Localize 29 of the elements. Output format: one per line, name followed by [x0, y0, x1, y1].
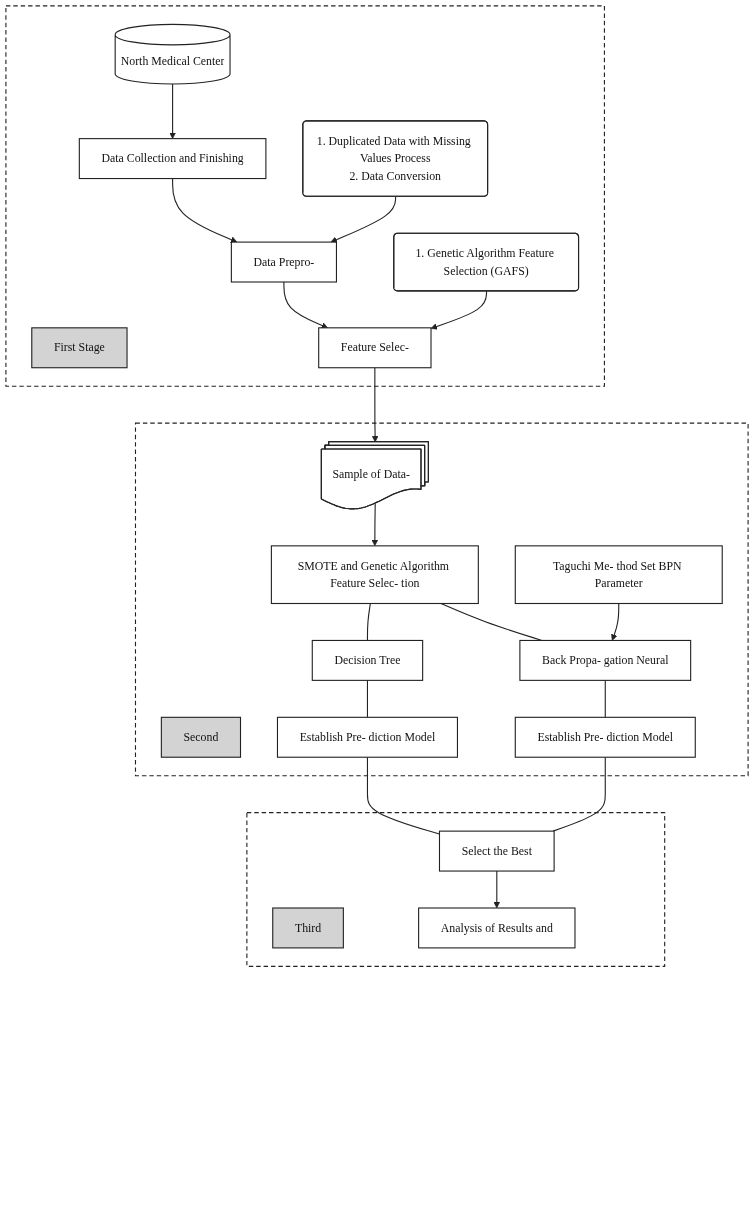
arrow	[172, 178, 238, 243]
node-box: Establish Pre- diction Model	[276, 716, 458, 758]
node-box: SMOTE and Genetic Algorithm Feature Selec- tion	[270, 545, 479, 605]
node-box: Decision Tree	[311, 639, 424, 681]
arrow	[283, 281, 328, 329]
node-box: Third	[272, 907, 344, 949]
cluster	[5, 5, 605, 387]
arrow	[169, 83, 176, 139]
node-box: Second	[160, 716, 242, 758]
connector	[552, 756, 606, 832]
node-box: Select the Best	[438, 830, 555, 872]
arrow	[371, 503, 379, 547]
node-box: Data Prepro-	[230, 241, 337, 283]
node-box: Back Propa- gation Neural	[519, 639, 692, 681]
arrow	[493, 870, 501, 909]
cluster	[134, 422, 749, 777]
node-box: Establish Pre- diction Model	[514, 716, 696, 758]
connector	[366, 679, 368, 718]
arrow	[330, 196, 397, 243]
arrow	[611, 602, 620, 641]
node-box: Data Collection and Finishing	[78, 138, 267, 180]
node-box: First Stage	[31, 327, 128, 369]
cluster	[246, 812, 666, 967]
connector	[366, 602, 371, 641]
arrow	[430, 290, 488, 330]
node-box: Analysis of Results and	[418, 907, 576, 949]
connector	[604, 679, 606, 718]
node-box: Taguchi Me- thod Set BPN Parameter	[514, 545, 723, 605]
node-box: Feature Selec-	[318, 327, 432, 369]
